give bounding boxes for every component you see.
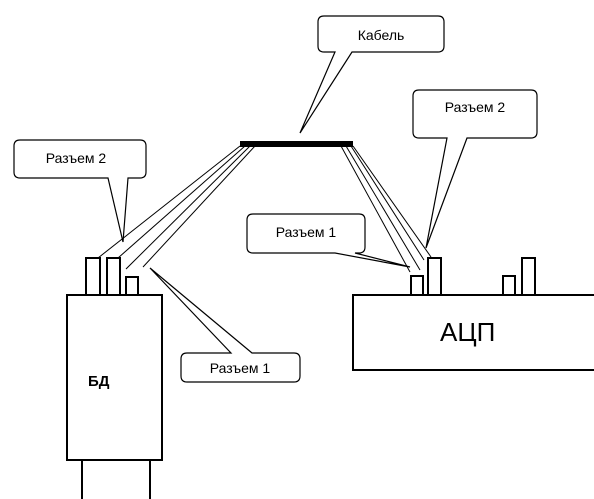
adc-connector-2 bbox=[427, 257, 442, 296]
cable bbox=[240, 141, 353, 147]
bd-block: БД bbox=[66, 294, 163, 499]
callout-adc-connector2: Разъем 2 bbox=[412, 89, 538, 249]
callout-adc-connector1: Разъем 1 bbox=[246, 213, 411, 268]
callout-cable: Кабель bbox=[299, 15, 445, 134]
adc-connector-3 bbox=[502, 275, 516, 296]
bd-connectors bbox=[85, 257, 139, 296]
bd-connector-1 bbox=[125, 276, 139, 296]
adc-wires bbox=[340, 145, 432, 273]
adc-block: АЦП bbox=[352, 294, 594, 371]
callout-cable-text: Кабель bbox=[358, 27, 405, 43]
callout-bd-connector2: Разъем 2 bbox=[13, 139, 147, 243]
bd-connector-2a bbox=[85, 257, 101, 296]
callout-bd-connector1-text: Разъем 1 bbox=[210, 360, 271, 376]
bd-connector-2b bbox=[106, 257, 121, 296]
adc-connectors bbox=[410, 257, 536, 296]
bd-wires bbox=[97, 145, 256, 270]
adc-connector-4 bbox=[521, 257, 536, 296]
adc-label: АЦП bbox=[440, 317, 495, 347]
bd-label: БД bbox=[88, 373, 110, 390]
callout-adc-connector1-text: Разъем 1 bbox=[276, 224, 337, 240]
callout-bd-connector1: Разъем 1 bbox=[149, 267, 301, 383]
adc-connector-1 bbox=[410, 275, 424, 296]
callout-bd-connector2-text: Разъем 2 bbox=[46, 150, 107, 166]
callout-adc-connector2-text: Разъем 2 bbox=[445, 99, 506, 115]
